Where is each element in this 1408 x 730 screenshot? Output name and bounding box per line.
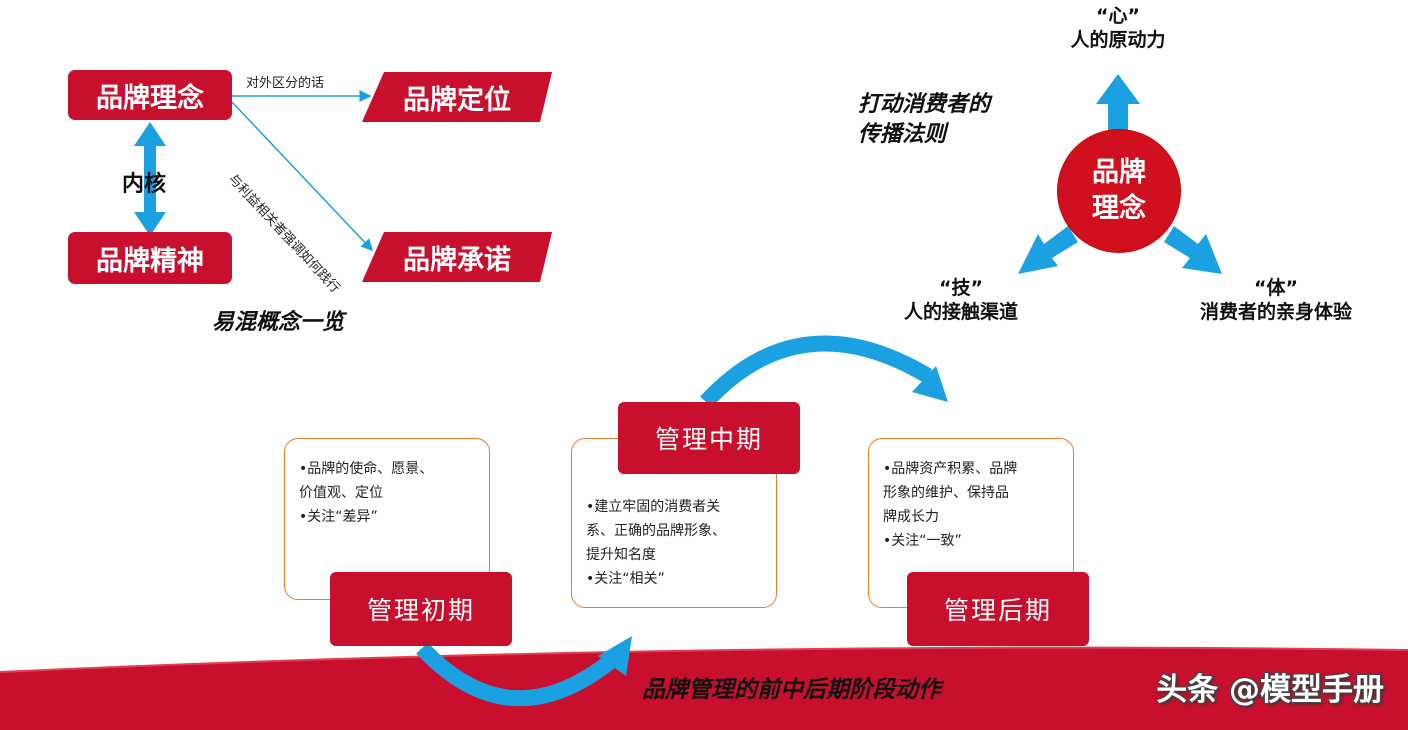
arrow-up-heart: [1096, 74, 1140, 146]
curve-arrow-middle-to-late: [700, 335, 933, 408]
stage-late-item: 形象的维护、保持品: [883, 485, 1009, 501]
stage-early-item: 价值观、定位: [299, 485, 383, 501]
stage-late-item: •品牌资产积累、品牌: [883, 461, 1018, 477]
core-double-arrow: [134, 122, 166, 236]
stage-middle-title: 管理中期: [618, 402, 800, 474]
stage-middle-item: •关注“相关”: [586, 571, 665, 587]
heart-label: “心” 人的原动力: [1048, 4, 1188, 52]
stage-late-item: 牌成长力: [883, 509, 939, 525]
center-line1: 品牌: [1092, 157, 1146, 188]
rules-title-line1: 打动消费者的: [858, 92, 991, 117]
body-label: “体” 消费者的亲身体验: [1176, 276, 1376, 324]
center-line2: 理念: [1092, 193, 1146, 224]
brand-positioning-box: 品牌定位: [362, 72, 552, 122]
rules-title: 打动消费者的 传播法则: [858, 90, 990, 150]
core-label: 内核: [122, 172, 167, 197]
connector-promise: [231, 101, 374, 252]
arrow-down-left-skill: [1018, 226, 1078, 274]
skill-label: “技” 人的接触渠道: [876, 276, 1046, 324]
skill-quote: “技”: [939, 277, 983, 299]
curve-arrow-early-to-middle: [416, 642, 618, 707]
stage-early-title: 管理初期: [330, 572, 512, 646]
arrow-down-right-body: [1164, 226, 1222, 274]
concepts-title: 易混概念一览: [212, 310, 345, 335]
external-label: 对外区分的话: [246, 76, 325, 91]
body-quote: “体”: [1254, 277, 1298, 299]
brand-philosophy-box: 品牌理念: [68, 70, 232, 120]
stage-late-title: 管理后期: [907, 572, 1089, 646]
stage-middle-item: 提升知名度: [586, 547, 656, 563]
stage-late-item: •关注“一致”: [883, 533, 962, 549]
brand-philosophy-circle: 品牌 理念: [1058, 130, 1180, 252]
footer-title: 品牌管理的前中后期阶段动作: [642, 677, 941, 703]
rules-title-line2: 传播法则: [858, 122, 947, 147]
curve-arrow-early-to-middle-head: [598, 636, 632, 676]
stage-early-item: •关注“差异”: [299, 509, 378, 525]
stage-early-item: •品牌的使命、愿景、: [299, 461, 434, 477]
heart-quote: “心”: [1096, 5, 1140, 27]
body-desc: 消费者的亲身体验: [1199, 301, 1352, 323]
brand-spirit-box: 品牌精神: [68, 232, 232, 284]
skill-desc: 人的接触渠道: [903, 301, 1018, 323]
stage-middle-item: 系、正确的品牌形象、: [586, 523, 726, 539]
curve-arrow-middle-to-late-head: [912, 366, 948, 402]
heart-desc: 人的原动力: [1070, 29, 1166, 51]
brand-promise-box: 品牌承诺: [362, 232, 552, 282]
watermark: 头条 @模型手册: [1156, 672, 1384, 708]
stage-middle-item: •建立牢固的消费者关: [586, 499, 721, 515]
